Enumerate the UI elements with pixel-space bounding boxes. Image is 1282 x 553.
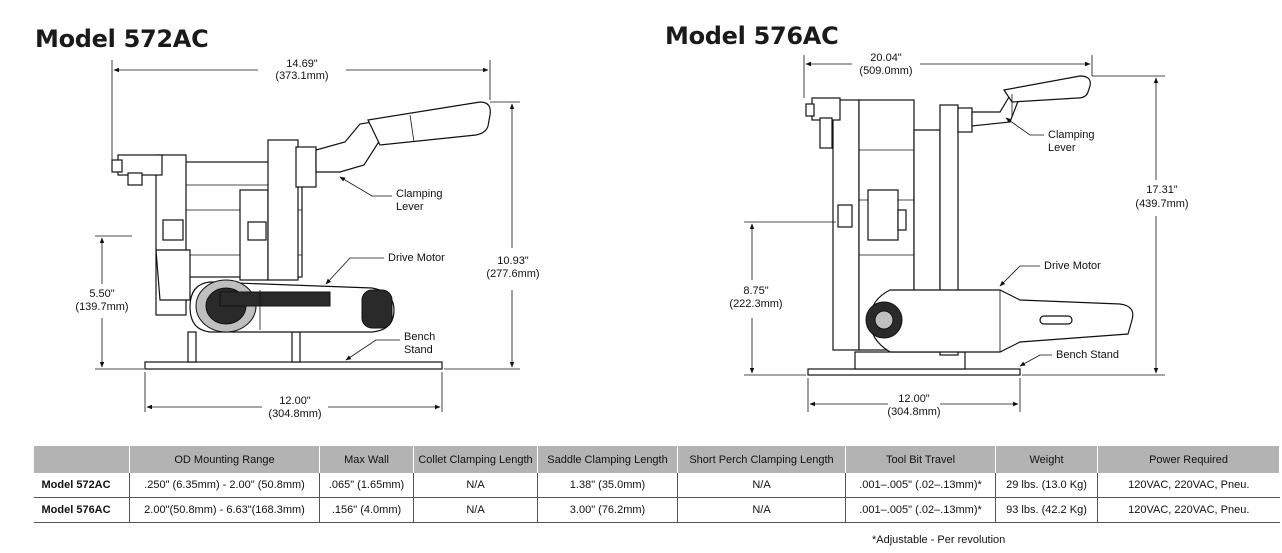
- header-cell: Max Wall: [319, 446, 414, 473]
- table-cell: 2.00"(50.8mm) - 6.63"(168.3mm): [129, 497, 320, 523]
- table-cell: .065" (1.65mm): [319, 473, 414, 498]
- model-572ac-title: Model 572AC: [35, 25, 209, 53]
- bench-stand-572-base: [144, 361, 443, 370]
- callout-572-drive-motor: Drive Motor: [388, 252, 445, 264]
- dim-572-height-mm: (277.6mm): [486, 268, 539, 280]
- table-cell: 93 lbs. (42.2 Kg): [995, 497, 1098, 523]
- dim-576-height-mm: (439.7mm): [1135, 198, 1188, 210]
- table-cell: .001–.005" (.02–.13mm)*: [845, 497, 996, 523]
- dim-572-height-in: 10.93": [497, 255, 529, 267]
- table-cell: 29 lbs. (13.0 Kg): [995, 473, 1098, 498]
- model-576ac-title: Model 576AC: [665, 22, 839, 50]
- table-cell: .156" (4.0mm): [319, 497, 414, 523]
- header-cell: [33, 446, 130, 473]
- dim-576-clamp-in: 8.75": [743, 285, 768, 297]
- bench-stand-576-base: [807, 368, 1021, 376]
- header-cell: Power Required: [1097, 446, 1280, 473]
- header-cell: Tool Bit Travel: [845, 446, 996, 473]
- callout-572-clamping-lever-2: Lever: [396, 201, 424, 213]
- table-row: Model 572AC .250" (6.35mm) - 2.00" (50.8…: [33, 473, 1280, 498]
- callout-576-bench-stand: Bench Stand: [1056, 349, 1119, 361]
- table-row: Model 576AC 2.00"(50.8mm) - 6.63"(168.3m…: [33, 497, 1280, 523]
- dim-576-base-mm: (304.8mm): [887, 406, 940, 418]
- header-cell: Collet Clamping Length: [413, 446, 538, 473]
- dim-572-clamp-in: 5.50": [89, 288, 114, 300]
- callout-576-drive-motor: Drive Motor: [1044, 260, 1101, 272]
- callout-576-clamping-lever-1: Clamping: [1048, 129, 1094, 141]
- dim-576-width-in: 20.04": [870, 52, 902, 64]
- callout-572-clamping-lever-1: Clamping: [396, 188, 442, 200]
- table-cell: Model 576AC: [33, 497, 130, 523]
- spec-table-header: OD Mounting Range Max Wall Collet Clampi…: [33, 446, 1280, 473]
- dim-572-clamp-mm: (139.7mm): [75, 301, 128, 313]
- table-cell: Model 572AC: [33, 473, 130, 498]
- table-cell: .250" (6.35mm) - 2.00" (50.8mm): [129, 473, 320, 498]
- table-cell: N/A: [413, 473, 538, 498]
- dim-572-base-mm: (304.8mm): [268, 408, 321, 420]
- table-cell: .001–.005" (.02–.13mm)*: [845, 473, 996, 498]
- dim-576-clamp-mm: (222.3mm): [729, 298, 782, 310]
- dim-576-width-mm: (509.0mm): [859, 65, 912, 77]
- dim-576-base-in: 12.00": [898, 393, 930, 405]
- model-572ac-drawing: 14.69" (373.1mm) 10.93" (277.6mm) 5.50" …: [75, 58, 539, 420]
- dim-572-width-in: 14.69": [286, 58, 318, 70]
- header-cell: Short Perch Clamping Length: [677, 446, 846, 473]
- dim-572-width-mm: (373.1mm): [275, 70, 328, 82]
- table-cell: N/A: [677, 497, 846, 523]
- table-cell: N/A: [677, 473, 846, 498]
- spec-table: OD Mounting Range Max Wall Collet Clampi…: [33, 446, 1280, 523]
- table-cell: N/A: [413, 497, 538, 523]
- callout-572-bench-stand-2: Stand: [404, 344, 433, 356]
- dim-576-height-in: 17.31": [1146, 184, 1178, 196]
- header-cell: Weight: [995, 446, 1098, 473]
- table-cell: 120VAC, 220VAC, Pneu.: [1097, 473, 1280, 498]
- header-cell: Saddle Clamping Length: [537, 446, 678, 473]
- technical-drawings: 14.69" (373.1mm) 10.93" (277.6mm) 5.50" …: [75, 52, 1188, 420]
- callout-572-bench-stand-1: Bench: [404, 331, 435, 343]
- model-576ac-drawing: 20.04" (509.0mm) 17.31" (439.7mm) 8.75" …: [729, 52, 1188, 418]
- header-cell: OD Mounting Range: [129, 446, 320, 473]
- footnote: *Adjustable - Per revolution: [872, 534, 1006, 546]
- table-cell: 120VAC, 220VAC, Pneu.: [1097, 497, 1280, 523]
- dim-572-base-in: 12.00": [279, 395, 311, 407]
- table-cell: 1.38" (35.0mm): [537, 473, 678, 498]
- table-cell: 3.00" (76.2mm): [537, 497, 678, 523]
- callout-576-clamping-lever-2: Lever: [1048, 142, 1076, 154]
